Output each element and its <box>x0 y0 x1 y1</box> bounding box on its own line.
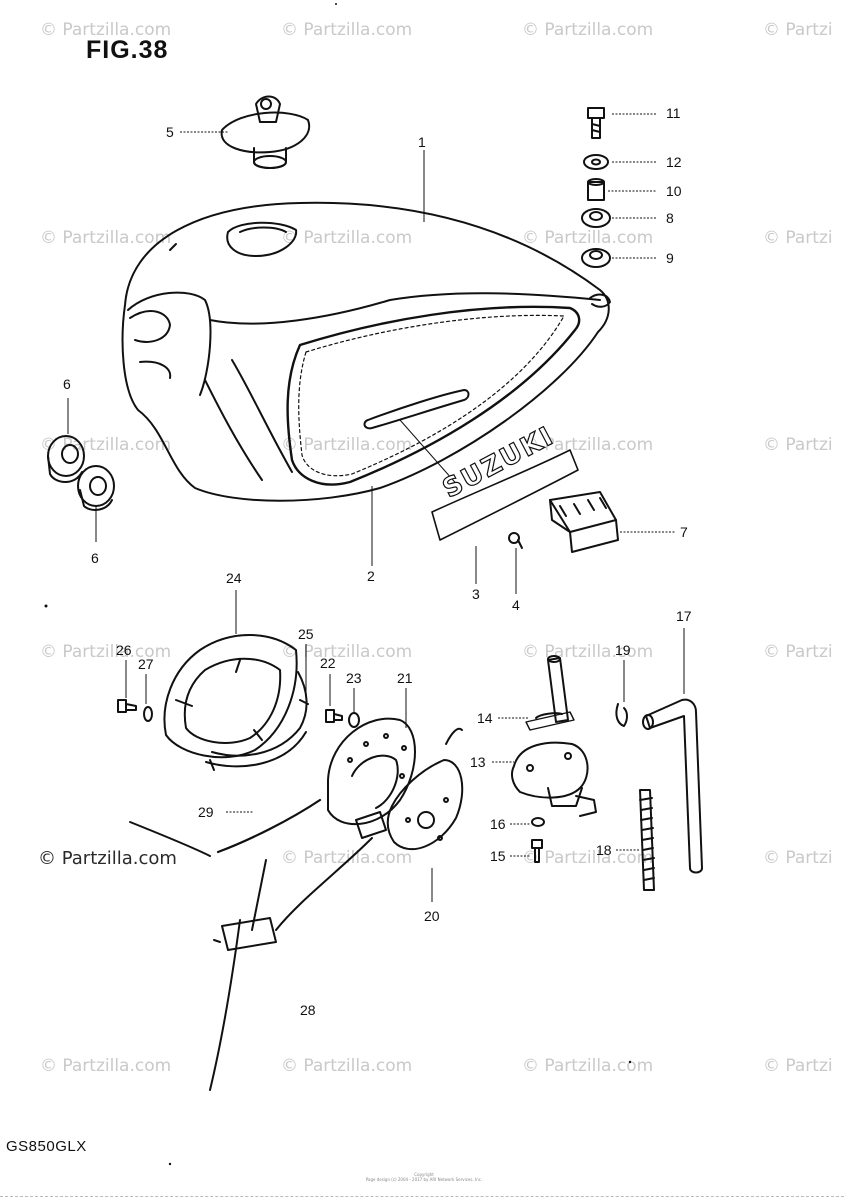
watermark: © Partzilla.com <box>522 848 654 868</box>
watermark: © Partzilla.com <box>281 642 413 662</box>
watermark: © Partzilla.com <box>40 20 172 40</box>
watermark: © Partzi <box>763 642 833 662</box>
watermark: © Partzi <box>763 228 833 248</box>
fuel-tank <box>121 201 611 502</box>
callout-13[interactable]: 13 <box>470 754 486 770</box>
emblem-screw <box>508 532 523 549</box>
callout-9[interactable]: 9 <box>666 250 674 266</box>
watermark: © Partzilla.com <box>522 20 654 40</box>
callout-3[interactable]: 3 <box>472 586 480 602</box>
screw-22 <box>325 709 343 723</box>
screw-26 <box>117 699 137 713</box>
tank-cushions <box>47 435 115 511</box>
callout-17[interactable]: 17 <box>676 608 692 624</box>
watermark: © Partzilla.com <box>40 435 172 455</box>
callout-12[interactable]: 12 <box>666 154 682 170</box>
washer-23 <box>348 712 360 728</box>
callout-2[interactable]: 2 <box>367 568 375 584</box>
callout-24[interactable]: 24 <box>226 570 242 586</box>
fuel-cock-washer <box>531 817 545 827</box>
watermark: © Partzi <box>763 20 833 40</box>
watermark: © Partzilla.com <box>281 848 413 868</box>
callout-10[interactable]: 10 <box>666 183 682 199</box>
gauge-wire-harness <box>129 798 373 1091</box>
callout-6-lower[interactable]: 6 <box>91 550 99 566</box>
figure-title: FIG.38 <box>86 36 169 64</box>
watermark: © Partzilla.com <box>40 642 172 662</box>
bottom-rule <box>0 1196 844 1197</box>
watermark: © Partzi <box>763 435 833 455</box>
callout-28[interactable]: 28 <box>300 1002 316 1018</box>
scan-specks <box>44 3 632 1166</box>
fuel-cap <box>220 95 311 169</box>
mounting-hardware <box>581 107 611 268</box>
copyright-note: Copyright Page design (c) 2004 - 2017 by… <box>365 1172 483 1182</box>
watermark: © Partzilla.com <box>522 228 654 248</box>
watermark: © Partzilla.com <box>522 1056 654 1076</box>
cushion-block <box>549 491 619 553</box>
callout-1[interactable]: 1 <box>418 134 426 150</box>
fuel-hose <box>642 698 703 874</box>
callout-16[interactable]: 16 <box>490 816 506 832</box>
hose-spring <box>639 789 655 891</box>
callout-7[interactable]: 7 <box>680 524 688 540</box>
leader-lines <box>67 113 685 902</box>
callout-22[interactable]: 22 <box>320 655 336 671</box>
callout-29[interactable]: 29 <box>198 804 214 820</box>
watermark: © Partzilla.com <box>281 435 413 455</box>
watermark: © Partzilla.com <box>40 228 172 248</box>
callout-21[interactable]: 21 <box>397 670 413 686</box>
watermark: © Partzi <box>763 848 833 868</box>
callout-4[interactable]: 4 <box>512 597 520 613</box>
callout-11[interactable]: 11 <box>666 105 681 121</box>
watermark: © Partzilla.com <box>281 20 413 40</box>
callout-23[interactable]: 23 <box>346 670 362 686</box>
fuel-cock <box>511 655 597 817</box>
watermark: © Partzi <box>763 1056 833 1076</box>
callout-19[interactable]: 19 <box>615 642 631 658</box>
callout-27[interactable]: 27 <box>138 656 154 672</box>
watermark-dark: © Partzilla.com <box>38 848 177 869</box>
fuel-cock-screw <box>531 839 543 863</box>
watermark: © Partzilla.com <box>522 435 654 455</box>
model-code: GS850GLX <box>6 1138 87 1155</box>
watermark: © Partzilla.com <box>281 1056 413 1076</box>
callout-5[interactable]: 5 <box>166 124 174 140</box>
suzuki-emblem <box>431 449 579 541</box>
callout-6-upper[interactable]: 6 <box>63 376 71 392</box>
watermark: © Partzilla.com <box>40 1056 172 1076</box>
callout-20[interactable]: 20 <box>424 908 440 924</box>
callout-25[interactable]: 25 <box>298 626 314 642</box>
callout-8[interactable]: 8 <box>666 210 674 226</box>
fuel-gauge-plate <box>205 671 309 771</box>
callout-14[interactable]: 14 <box>477 710 493 726</box>
washer-27 <box>143 706 153 722</box>
fuel-gauge-gasket <box>163 634 298 759</box>
callout-15[interactable]: 15 <box>490 848 506 864</box>
callout-26[interactable]: 26 <box>116 642 132 658</box>
watermark: © Partzilla.com <box>281 228 413 248</box>
callout-18[interactable]: 18 <box>596 842 612 858</box>
hose-clamp <box>615 703 628 727</box>
fuel-gauge-unit <box>327 717 464 851</box>
